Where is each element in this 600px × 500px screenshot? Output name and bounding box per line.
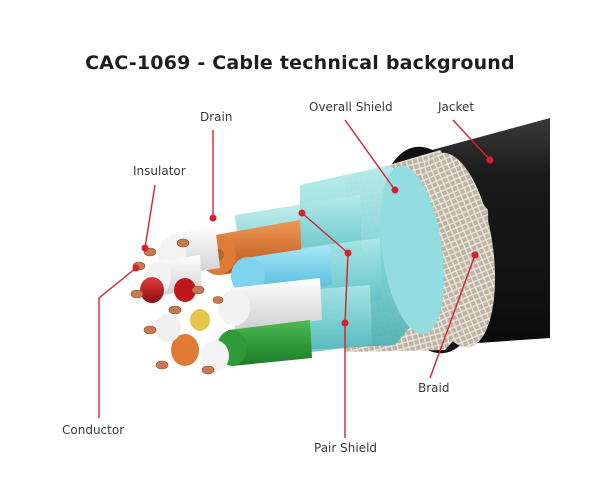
leader-lines: [98, 119, 491, 438]
dot-braid: [471, 251, 479, 259]
diagram-title: CAC-1069 - Cable technical background: [85, 52, 515, 74]
label-overall-shield: Overall Shield: [309, 100, 393, 114]
leader-braid: [429, 254, 476, 379]
leader-overall-shield: [344, 119, 396, 191]
dot-pair-shield-a: [341, 319, 349, 327]
dot-jacket: [486, 156, 494, 164]
dot-overall-shield: [391, 186, 399, 194]
dot-pair-shield-b: [344, 249, 352, 257]
leader-pair-shield-2: [344, 252, 349, 324]
label-conductor: Conductor: [62, 423, 124, 437]
leader-conductor: [98, 267, 137, 418]
dot-drain: [209, 214, 217, 222]
label-braid: Braid: [418, 381, 449, 395]
conductor-tips: [130, 238, 224, 375]
dot-insulator: [141, 244, 149, 252]
label-pair-shield: Pair Shield: [314, 441, 377, 455]
leader-insulator: [144, 184, 156, 249]
leader-pair-shield-3: [301, 212, 349, 254]
label-jacket: Jacket: [437, 100, 474, 114]
label-drain: Drain: [200, 110, 232, 124]
dot-conductor: [132, 264, 140, 272]
leader-jacket: [452, 119, 491, 161]
label-insulator: Insulator: [133, 164, 186, 178]
leader-dots: [132, 156, 494, 327]
wires-group: [140, 220, 332, 372]
dot-pair-shield-c: [298, 209, 306, 217]
